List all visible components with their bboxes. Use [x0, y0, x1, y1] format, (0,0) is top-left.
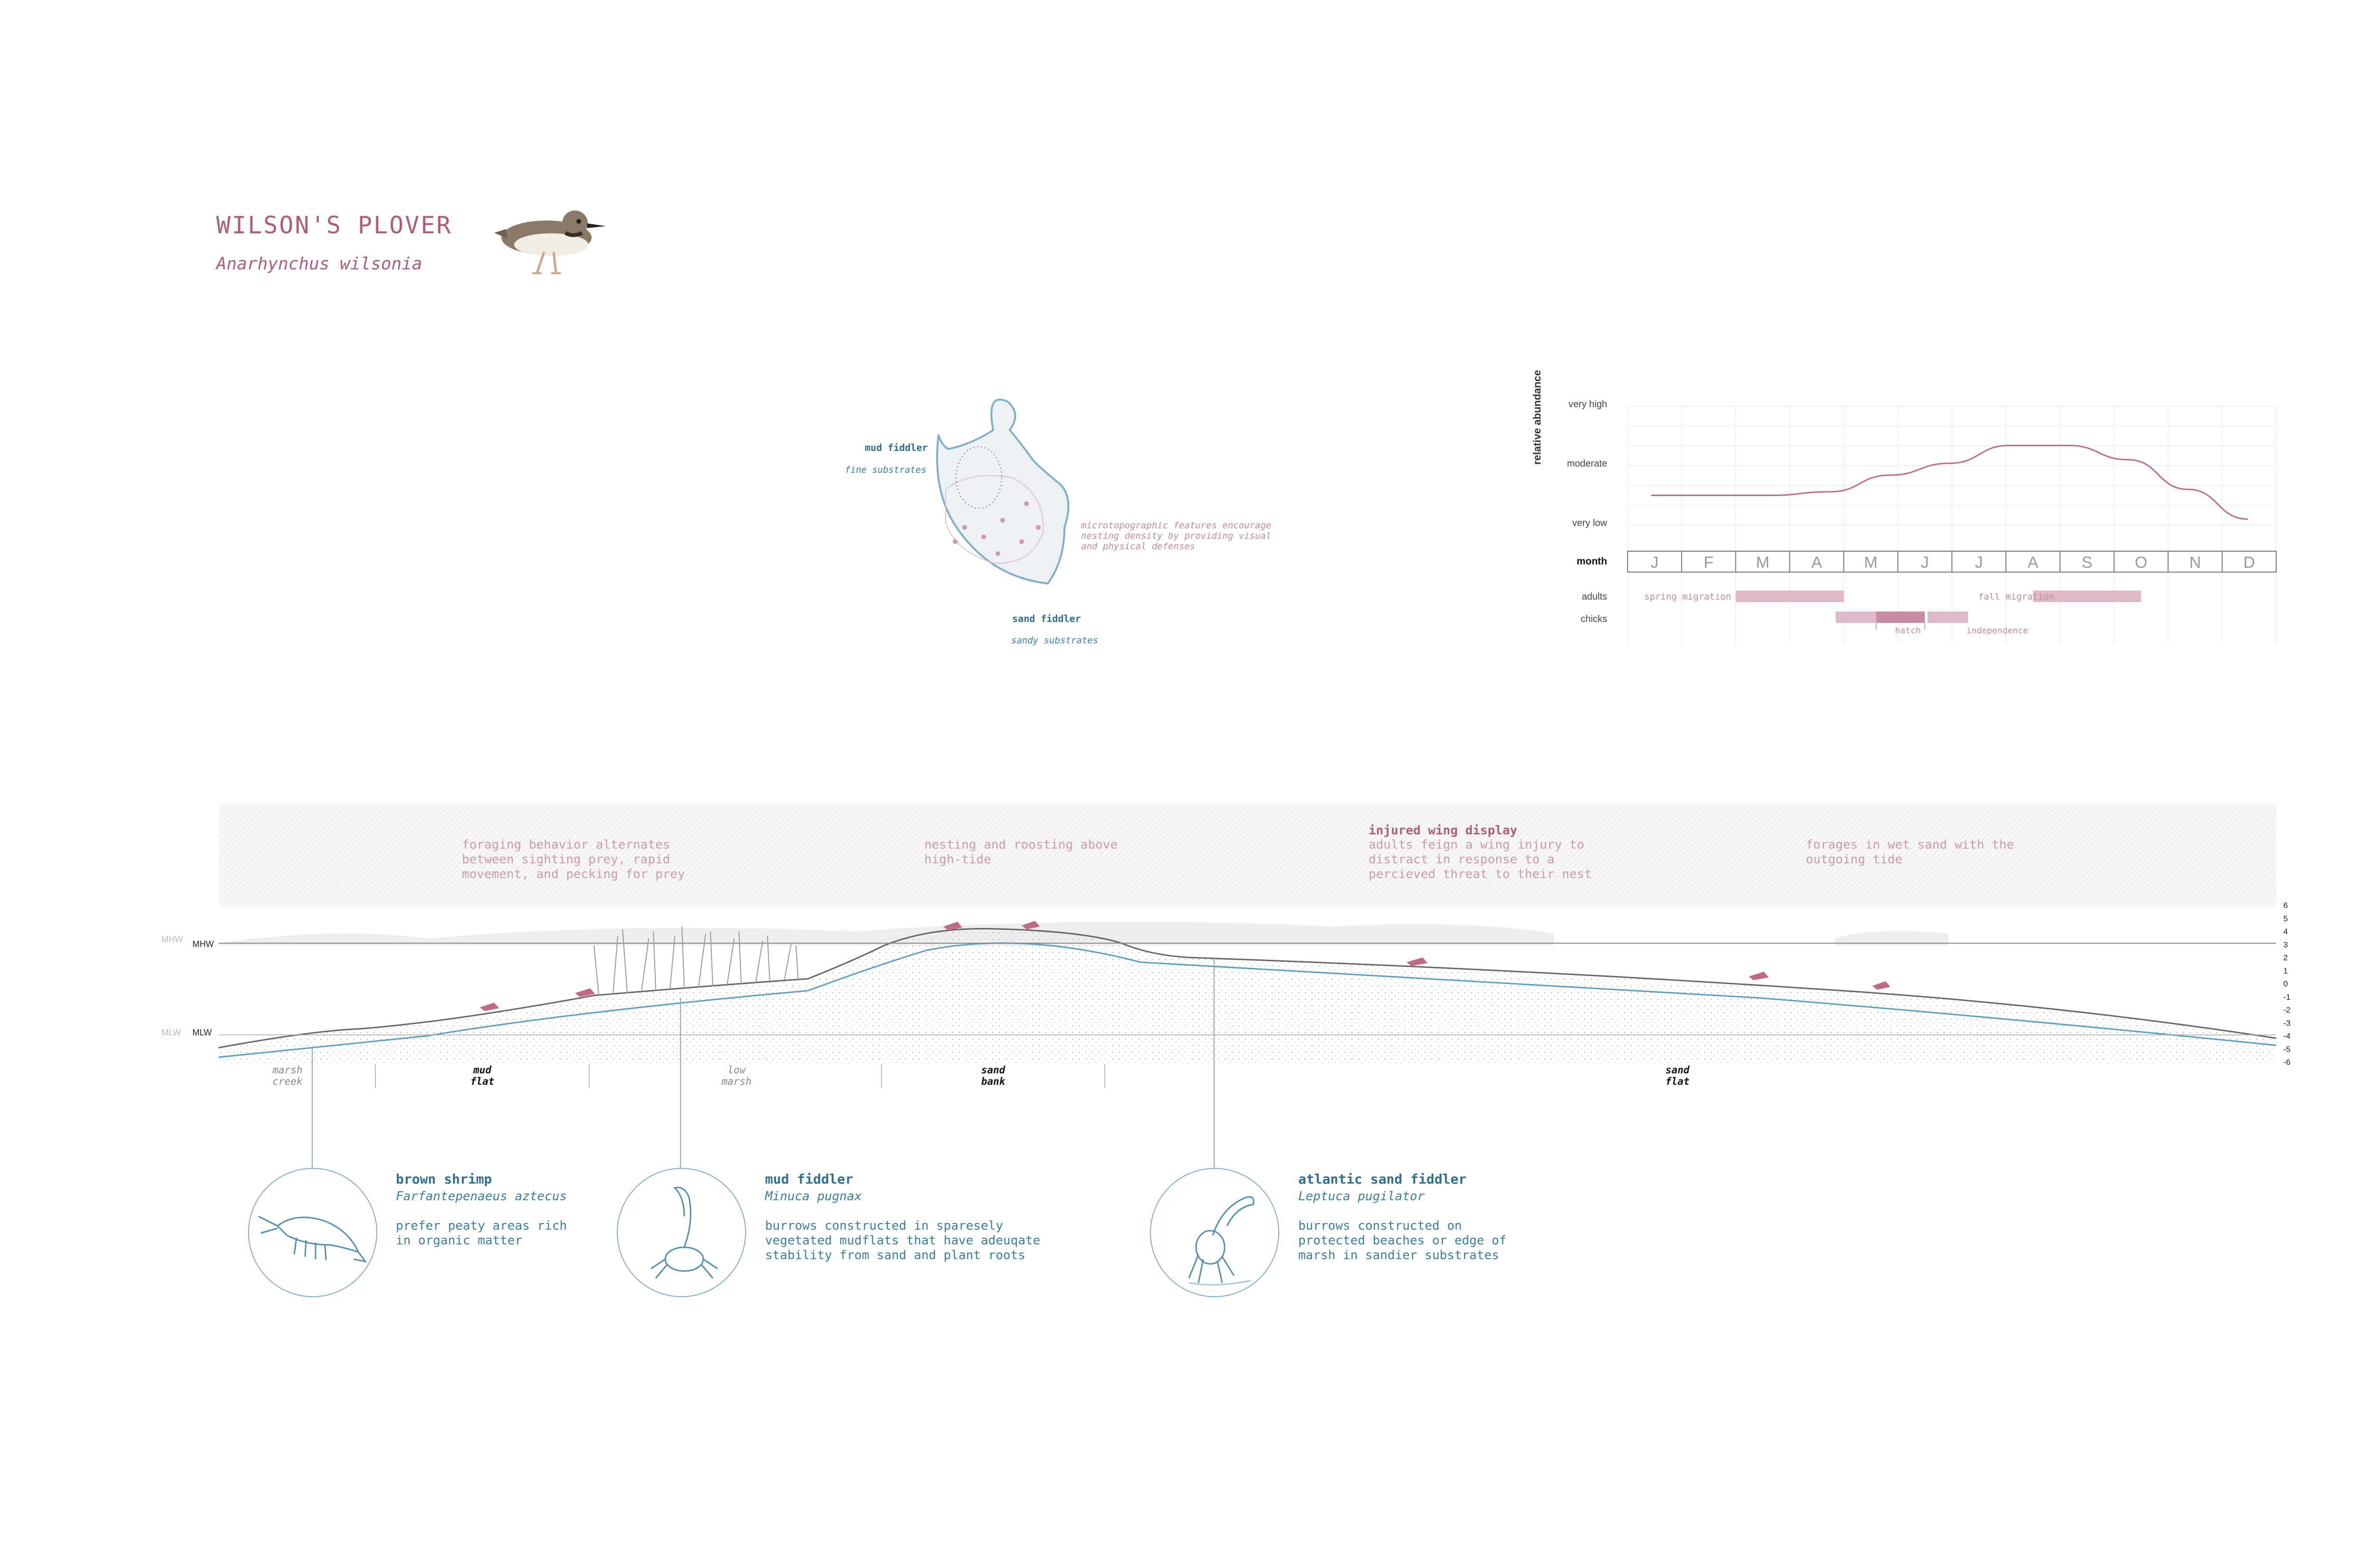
chart-row-chicks: chicks: [1581, 614, 1607, 624]
mud-fiddler-circle: [617, 1168, 746, 1297]
independence-label: independence: [1966, 626, 2029, 636]
scale-tick: -6: [2283, 1058, 2291, 1067]
phenology-bar-adults: [1735, 591, 1844, 602]
month-tick-label: F: [1704, 554, 1714, 572]
abundance-line: [1651, 444, 2248, 520]
island-mud-sub: fine substrates: [845, 465, 927, 475]
species-name-mud-fiddler: mud fiddler: [765, 1171, 853, 1187]
ground-surface-line: [218, 927, 2277, 1049]
scale-tick: 6: [2283, 901, 2288, 910]
month-row-frame: [1627, 551, 2277, 573]
sand-fiddler-icon: [1188, 1196, 1255, 1286]
scale-tick: 5: [2283, 914, 2288, 923]
plover-marks: [480, 921, 1890, 1011]
habitat-low-marsh: low marsh: [721, 1064, 752, 1087]
species-desc-sand-fiddler: burrows constructed on protected beaches…: [1298, 1219, 1507, 1262]
island-sand-label: sand fiddler: [1012, 613, 1081, 624]
island-outline: [936, 399, 1070, 585]
background-treeline: [219, 921, 1554, 946]
fall-migration-label: fall migration: [1978, 592, 2055, 602]
phenology-bar-chicks: [1876, 612, 1925, 623]
species-sci-sand-fiddler: Leptuca pugilator: [1298, 1189, 1425, 1204]
scale-tick: 0: [2283, 979, 2288, 988]
mlw-label: MLW: [192, 1028, 212, 1037]
species-sci-mud-fiddler: Minuca pugnax: [765, 1189, 862, 1204]
island-note: microtopographic features encourage nest…: [1081, 520, 1272, 552]
phenology-bar-chicks: [1927, 612, 1968, 623]
habitat-sand-flat: sand flat: [1665, 1064, 1690, 1087]
species-desc-shrimp: prefer peaty areas rich in organic matte…: [396, 1219, 567, 1248]
note-wing-title: injured wing display: [1369, 823, 1518, 838]
note-nesting: nesting and roosting above high-tide: [924, 838, 1118, 867]
water-table-line: [218, 942, 2277, 1058]
mlw-faint-label: MLW: [162, 1028, 181, 1037]
scientific-name: Anarhynchus wilsonia: [216, 254, 422, 274]
note-wing-body: adults feign a wing injury to distract i…: [1369, 838, 1592, 881]
mhw-label: MHW: [192, 939, 214, 949]
island-mud-label: mud fiddler: [865, 442, 928, 453]
hatch-label: hatch: [1895, 626, 1921, 636]
chart-month-label: month: [1576, 556, 1607, 567]
marsh-grass: [594, 926, 799, 996]
scale-tick: 1: [2283, 966, 2288, 975]
month-tick-label: O: [2135, 554, 2147, 572]
scale-tick: -5: [2283, 1044, 2291, 1054]
note-foraging: foraging behavior alternates between sig…: [462, 838, 685, 881]
chart-row-adults: adults: [1581, 592, 1607, 602]
month-tick-label: A: [1811, 554, 1822, 572]
page-title: WILSON'S PLOVER: [216, 211, 452, 239]
elevation-scale: 6 5 4 3 2 1 0 -1 -2 -3 -4 -5 -6: [2283, 899, 2290, 1069]
month-tick-label: N: [2189, 554, 2201, 572]
sand-fiddler-circle: [1150, 1168, 1279, 1297]
mud-fiddler-icon: [651, 1186, 718, 1279]
scale-tick: 3: [2283, 940, 2288, 949]
scale-tick: -3: [2283, 1018, 2291, 1028]
habitat-sand-bank: sand bank: [981, 1064, 1006, 1087]
scale-tick: -1: [2283, 992, 2291, 1002]
species-leader-lines: [312, 957, 1215, 1169]
habitat-marsh-creek: marsh creek: [272, 1064, 303, 1087]
species-sci-shrimp: Farfantepenaeus aztecus: [396, 1189, 567, 1204]
brown-shrimp-circle: [248, 1168, 377, 1297]
chart-ylabel: relative abundance: [1531, 370, 1543, 465]
spring-migration-label: spring migration: [1644, 592, 1732, 602]
scale-tick: -4: [2283, 1032, 2291, 1041]
chart-ylevel-high: very high: [1568, 399, 1607, 410]
month-tick-label: M: [1756, 554, 1769, 572]
scale-tick: 4: [2283, 927, 2288, 936]
month-tick-label: J: [1650, 554, 1658, 572]
month-tick-label: J: [1975, 554, 1983, 572]
phenology-bar-chicks: [1835, 612, 1877, 623]
plover-bird-icon: [494, 210, 606, 274]
island-sand-sub: sandy substrates: [1011, 635, 1099, 646]
dense-nest-cluster: [956, 446, 1002, 509]
habitat-mud-flat: mud flat: [470, 1064, 495, 1087]
month-tick-label: S: [2082, 554, 2093, 572]
species-name-sand-fiddler: atlantic sand fiddler: [1298, 1171, 1467, 1187]
scale-tick: 2: [2283, 953, 2288, 962]
month-tick-label: M: [1864, 554, 1878, 572]
chart-ylevel-low: very low: [1572, 518, 1607, 528]
scale-tick: -2: [2283, 1005, 2291, 1014]
species-name-shrimp: brown shrimp: [396, 1171, 492, 1187]
shrimp-icon: [258, 1215, 367, 1263]
month-tick-label: D: [2243, 554, 2255, 572]
ground-fill: [219, 928, 2276, 1064]
month-tick-label: A: [2028, 554, 2039, 572]
species-desc-mud-fiddler: burrows constructed in sparesely vegetat…: [765, 1219, 1041, 1262]
note-forages: forages in wet sand with the outgoing ti…: [1806, 838, 2014, 867]
chart-ylevel-moderate: moderate: [1567, 459, 1608, 469]
mhw-faint-label: MHW: [162, 935, 183, 944]
month-tick-label: J: [1921, 554, 1929, 572]
